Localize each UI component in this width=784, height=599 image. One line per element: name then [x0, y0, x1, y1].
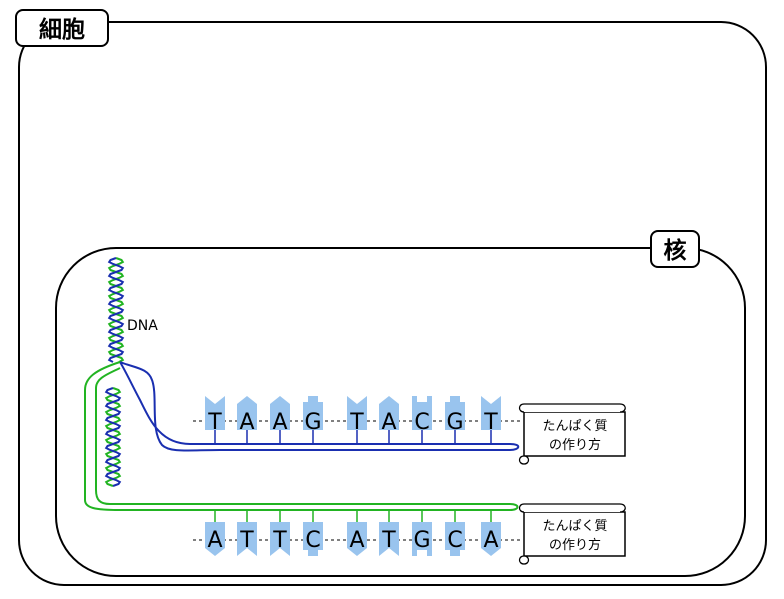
base-block — [303, 396, 323, 430]
base-letter: T — [239, 528, 254, 553]
base-block — [445, 522, 465, 556]
base-block — [303, 522, 323, 556]
base-letter: C — [414, 410, 429, 435]
nucleotide: T — [270, 510, 290, 556]
base-letter: A — [272, 410, 287, 435]
base-letter: G — [413, 528, 430, 553]
base-block — [412, 522, 432, 556]
base-block — [481, 396, 501, 430]
base-letter: G — [304, 410, 321, 435]
nucleotide: A — [379, 396, 399, 444]
nucleotide: T — [205, 396, 225, 444]
nucleotide: A — [347, 510, 367, 556]
base-block — [481, 522, 501, 556]
base-block — [237, 396, 257, 430]
helix-blue-upper — [107, 257, 125, 363]
base-letter: A — [349, 528, 364, 553]
cell-label: 細胞 — [39, 16, 85, 43]
base-block — [379, 522, 399, 556]
dna-double-helix — [104, 257, 125, 487]
base-letter: A — [239, 410, 254, 435]
base-block — [270, 396, 290, 430]
base-block — [347, 522, 367, 556]
base-letter: T — [207, 410, 222, 435]
green-strand — [84, 361, 519, 511]
base-letter: T — [272, 528, 287, 553]
nucleus-label: 核 — [664, 237, 687, 264]
nucleotide: C — [445, 510, 465, 556]
helix-green-upper — [107, 257, 125, 363]
base-letter: C — [447, 528, 462, 553]
base-letter: T — [483, 410, 498, 435]
nucleus-membrane — [55, 247, 746, 577]
base-block — [205, 522, 225, 556]
nucleotide: A — [270, 396, 290, 444]
base-letter: A — [207, 528, 222, 553]
protein-note-bottom-line2: の作り方 — [549, 537, 601, 553]
protein-note-top: たんぱく質 の作り方 — [518, 403, 626, 465]
nucleotide: T — [481, 396, 501, 444]
base-block — [412, 396, 432, 430]
nucleotide: T — [237, 510, 257, 556]
base-block — [270, 522, 290, 556]
base-letter: T — [349, 410, 364, 435]
protein-note-top-line2: の作り方 — [549, 437, 601, 453]
nucleus-label-box: 核 — [650, 230, 700, 268]
helix-blue-lower — [104, 387, 122, 487]
base-letter: A — [483, 528, 498, 553]
base-letter: G — [446, 410, 463, 435]
dna-label: DNA — [127, 318, 158, 334]
nucleotide: T — [347, 396, 367, 444]
cell-label-box: 細胞 — [15, 9, 109, 47]
base-block — [205, 396, 225, 430]
base-letter: A — [381, 410, 396, 435]
protein-note-bottom: たんぱく質 の作り方 — [518, 503, 626, 565]
base-block — [237, 522, 257, 556]
protein-note-top-line1: たんぱく質 — [542, 419, 607, 434]
nucleotide: T — [379, 510, 399, 556]
protein-note-bottom-line1: たんぱく質 — [542, 519, 607, 534]
nucleotide: C — [412, 396, 432, 444]
nucleotide: G — [303, 396, 323, 444]
nucleotide: A — [481, 510, 501, 556]
blue-strand — [119, 361, 520, 452]
base-block — [445, 396, 465, 430]
nucleotide: G — [445, 396, 465, 444]
nucleotide: G — [412, 510, 432, 556]
cell-membrane — [18, 21, 767, 586]
base-letter: C — [305, 528, 320, 553]
nucleotide: C — [303, 510, 323, 556]
base-block — [347, 396, 367, 430]
base-letter: T — [381, 528, 396, 553]
nucleotide: A — [205, 510, 225, 556]
base-block — [379, 396, 399, 430]
nucleotide: A — [237, 396, 257, 444]
